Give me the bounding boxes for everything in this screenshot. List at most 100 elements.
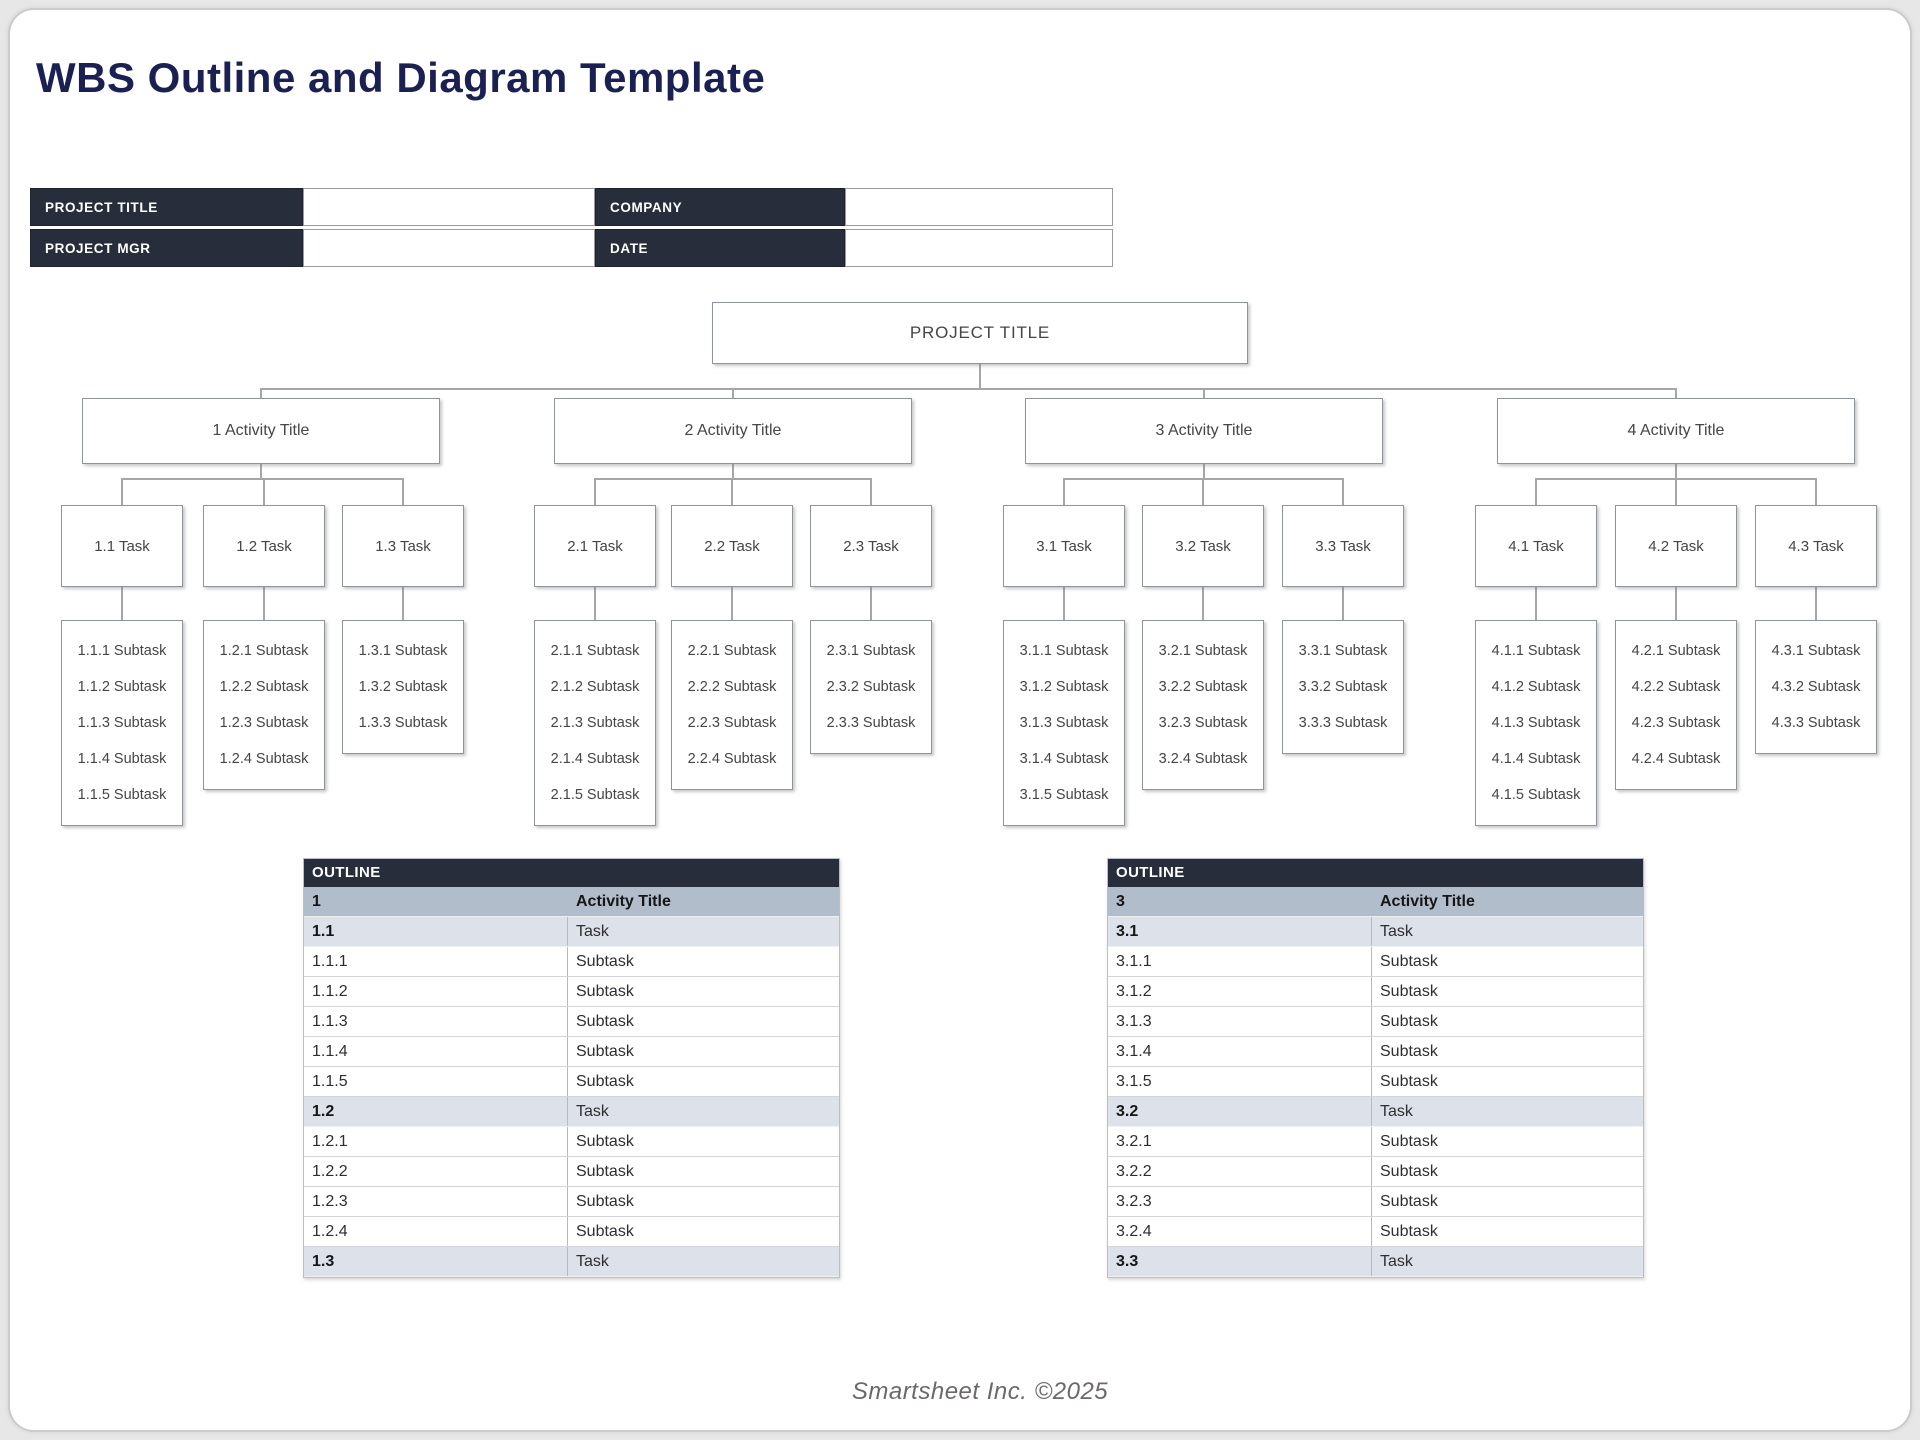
subtask-list-1-1: 1.1.1 Subtask 1.1.2 Subtask 1.1.3 Subtas… — [61, 620, 183, 826]
subtask-item: 3.1.3 Subtask — [1019, 715, 1109, 731]
task-box-4-3: 4.3 Task — [1755, 505, 1877, 587]
project-info-form: PROJECT TITLE COMPANY PROJECT MGR DATE — [30, 188, 1113, 267]
subtask-item: 1.1.3 Subtask — [77, 715, 167, 731]
subtask-item: 1.1.5 Subtask — [77, 787, 167, 803]
subtask-item: 2.3.2 Subtask — [826, 679, 916, 695]
subtask-item: 4.1.3 Subtask — [1491, 715, 1581, 731]
subtask-list-4-1: 4.1.1 Subtask 4.1.2 Subtask 4.1.3 Subtas… — [1475, 620, 1597, 826]
subtask-item: 3.3.1 Subtask — [1298, 643, 1388, 659]
connector-line — [1675, 388, 1677, 399]
connector-line — [731, 478, 733, 505]
subtask-item: 4.2.4 Subtask — [1631, 751, 1721, 767]
subtask-item: 3.1.4 Subtask — [1019, 751, 1109, 767]
connector-line — [402, 478, 404, 505]
company-input[interactable] — [845, 188, 1113, 226]
connector-line — [1202, 587, 1204, 620]
connector-line — [1815, 587, 1817, 620]
project-mgr-label: PROJECT MGR — [30, 229, 303, 267]
subtask-item: 2.2.4 Subtask — [687, 751, 777, 767]
subtask-item: 2.2.3 Subtask — [687, 715, 777, 731]
subtask-item: 1.3.2 Subtask — [358, 679, 448, 695]
subtask-item: 4.3.2 Subtask — [1771, 679, 1861, 695]
subtask-item: 2.2.1 Subtask — [687, 643, 777, 659]
connector-line — [870, 478, 872, 505]
subtask-item: 2.1.2 Subtask — [550, 679, 640, 695]
connector-line — [1342, 587, 1344, 620]
company-label: COMPANY — [595, 188, 845, 226]
connector-line — [261, 388, 1677, 390]
subtask-list-1-2: 1.2.1 Subtask 1.2.2 Subtask 1.2.3 Subtas… — [203, 620, 325, 790]
subtask-item: 1.2.3 Subtask — [219, 715, 309, 731]
project-mgr-input[interactable] — [303, 229, 595, 267]
connector-line — [263, 478, 265, 505]
task-box-2-3: 2.3 Task — [810, 505, 932, 587]
connector-line — [260, 464, 262, 480]
outline-table-header: OUTLINE — [304, 859, 839, 887]
page-title: WBS Outline and Diagram Template — [36, 54, 766, 102]
task-box-2-2: 2.2 Task — [671, 505, 793, 587]
connector-line — [594, 587, 596, 620]
activity-box-1: 1 Activity Title — [82, 398, 440, 464]
task-box-3-1: 3.1 Task — [1003, 505, 1125, 587]
outline-table-header: OUTLINE — [1108, 859, 1643, 887]
subtask-item: 4.1.1 Subtask — [1491, 643, 1581, 659]
task-box-2-1: 2.1 Task — [534, 505, 656, 587]
subtask-item: 2.1.3 Subtask — [550, 715, 640, 731]
connector-line — [732, 464, 734, 480]
date-input[interactable] — [845, 229, 1113, 267]
subtask-list-2-1: 2.1.1 Subtask 2.1.2 Subtask 2.1.3 Subtas… — [534, 620, 656, 826]
subtask-item: 1.3.1 Subtask — [358, 643, 448, 659]
project-title-input[interactable] — [303, 188, 595, 226]
subtask-list-4-3: 4.3.1 Subtask 4.3.2 Subtask 4.3.3 Subtas… — [1755, 620, 1877, 754]
subtask-item: 3.3.3 Subtask — [1298, 715, 1388, 731]
task-box-4-1: 4.1 Task — [1475, 505, 1597, 587]
connector-line — [121, 478, 123, 505]
connector-line — [1342, 478, 1344, 505]
subtask-item: 4.3.1 Subtask — [1771, 643, 1861, 659]
connector-line — [121, 587, 123, 620]
subtask-item: 1.1.1 Subtask — [77, 643, 167, 659]
subtask-list-3-2: 3.2.1 Subtask 3.2.2 Subtask 3.2.3 Subtas… — [1142, 620, 1264, 790]
connector-line — [402, 587, 404, 620]
subtask-item: 2.2.2 Subtask — [687, 679, 777, 695]
project-title-label: PROJECT TITLE — [30, 188, 303, 226]
task-box-1-2: 1.2 Task — [203, 505, 325, 587]
footer-credit: Smartsheet Inc. ©2025 — [851, 1378, 1109, 1405]
connector-line — [870, 587, 872, 620]
subtask-item: 3.1.5 Subtask — [1019, 787, 1109, 803]
connector-line — [1535, 478, 1537, 505]
subtask-item: 1.1.2 Subtask — [77, 679, 167, 695]
connector-line — [594, 478, 596, 505]
connector-line — [1815, 478, 1817, 505]
subtask-item: 1.3.3 Subtask — [358, 715, 448, 731]
activity-box-4: 4 Activity Title — [1497, 398, 1855, 464]
subtask-item: 4.1.2 Subtask — [1491, 679, 1581, 695]
subtask-item: 4.1.4 Subtask — [1491, 751, 1581, 767]
subtask-item: 2.1.1 Subtask — [550, 643, 640, 659]
connector-line — [1203, 388, 1205, 399]
task-box-3-2: 3.2 Task — [1142, 505, 1264, 587]
connector-line — [1202, 478, 1204, 505]
subtask-item: 1.1.4 Subtask — [77, 751, 167, 767]
activity-box-3: 3 Activity Title — [1025, 398, 1383, 464]
project-title-box: PROJECT TITLE — [712, 302, 1248, 364]
